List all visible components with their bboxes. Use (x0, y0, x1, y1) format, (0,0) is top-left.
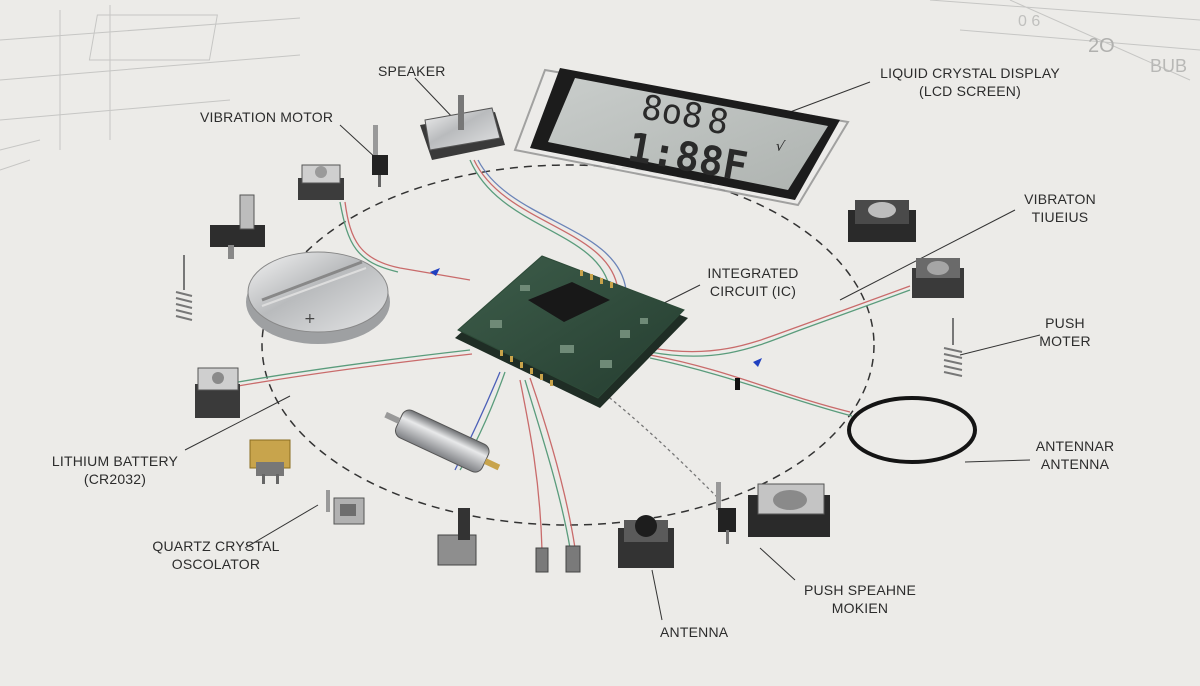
label-battery-line2: (CR2032) (83, 471, 147, 487)
slide-switch-bottom (437, 508, 477, 566)
label-antennar-line1: ANTENNAR (1035, 438, 1115, 454)
label-quartz-line1: QUARTZ CRYSTAL (152, 538, 280, 554)
sketch-marks: 0 6 (1018, 13, 1040, 30)
small-switch-bottom (716, 482, 736, 544)
label-antennar: ANTENNAR ANTENNA (1010, 437, 1140, 473)
connector-pins (535, 545, 581, 573)
dashed-boundary-circle (261, 164, 875, 526)
label-integrated-circuit: INTEGRATED CIRCUIT (IC) (688, 264, 818, 300)
label-lcd: LIQUID CRYSTAL DISPLAY (LCD SCREEN) (870, 64, 1070, 100)
spring-left (175, 255, 193, 321)
wire-marker-right (753, 358, 762, 367)
switch-left (210, 194, 265, 259)
label-push-moter-line1: PUSH (1045, 315, 1085, 331)
label-vibraton-line2: TIUEIUS (1031, 209, 1089, 225)
label-antennar-line2: ANTENNA (1040, 456, 1110, 472)
label-vibraton: VIBRATON TIUEIUS (1000, 190, 1120, 226)
label-vibraton-line1: VIBRATON (1024, 191, 1096, 207)
label-battery-line1: LITHIUM BATTERY (51, 453, 179, 469)
label-speaker: SPEAKER (378, 63, 446, 79)
antenna-ring (847, 396, 977, 464)
label-push-moter: PUSH MOTER (1020, 314, 1110, 350)
push-motor-component (943, 318, 963, 377)
label-lcd-line1: LIQUID CRYSTAL DISPLAY (880, 65, 1060, 81)
label-push-speahne: PUSH SPEAHNE MOKIEN (790, 581, 930, 617)
push-button-bottom-right (748, 483, 830, 537)
speaker-component (420, 95, 505, 160)
label-quartz-line2: OSCOLATOR (171, 556, 261, 572)
switch-top-left (298, 164, 344, 200)
oscillator-component (326, 490, 365, 525)
label-ic-line1: INTEGRATED (707, 265, 799, 281)
quartz-crystal-component (249, 439, 291, 484)
push-button-bottom (618, 515, 674, 568)
push-button-right-top (848, 200, 916, 242)
label-lcd-line2: (LCD SCREEN) (919, 83, 1021, 99)
label-quartz-crystal: QUARTZ CRYSTAL OSCOLATOR (136, 537, 296, 573)
sketch-number: 2O (1088, 35, 1115, 57)
vibration-motor-component (372, 125, 388, 187)
label-antenna-bottom: ANTENNA (660, 624, 729, 640)
lcd-indicator: √ (774, 138, 786, 155)
label-push-speahne-line2: MOKIEN (831, 600, 889, 616)
integrated-circuit-board (455, 255, 688, 408)
leader-lines (184, 77, 1041, 621)
wires (237, 159, 911, 551)
battery-polarity-mark: + (304, 311, 316, 327)
wire-marker-left (430, 268, 440, 276)
background-sketch (0, 0, 1200, 171)
push-button-right (912, 258, 964, 298)
push-button-left (195, 367, 240, 418)
label-lithium-battery: LITHIUM BATTERY (CR2032) (40, 452, 190, 488)
label-ic-line2: CIRCUIT (IC) (709, 283, 797, 299)
lcd-screen: 8o8 8 1:88F √ (513, 68, 850, 207)
label-push-speahne-line1: PUSH SPEAHNE (803, 582, 917, 598)
small-component-center (735, 378, 740, 390)
lithium-battery-component: + (246, 251, 390, 344)
label-vibration-motor: VIBRATION MOTOR (200, 109, 334, 125)
cylinder-motor-component (384, 409, 501, 473)
label-push-moter-line2: MOTER (1039, 333, 1091, 349)
sketch-right-marks: BUB (1150, 56, 1187, 76)
